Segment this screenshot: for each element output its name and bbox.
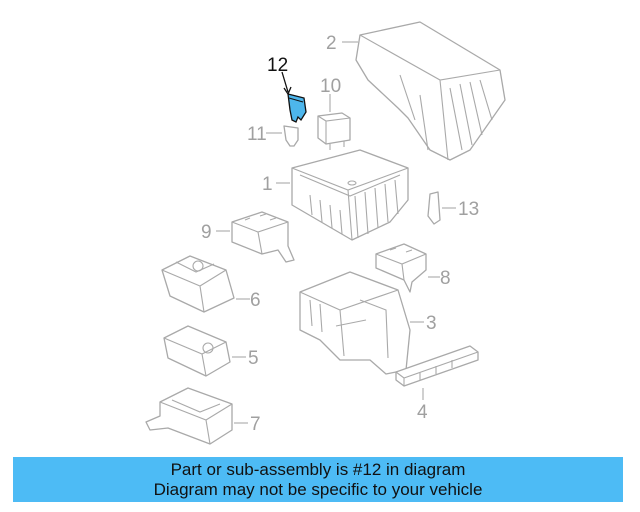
part-8-relay-block[interactable] (375, 243, 427, 293)
banner-line-1: Part or sub-assembly is #12 in diagram (170, 460, 466, 479)
callout-4: 4 (417, 402, 428, 423)
part-3-tray[interactable] (299, 271, 411, 375)
part-5-block[interactable] (163, 325, 231, 377)
callout-3: 3 (426, 313, 437, 334)
callout-11: 11 (247, 124, 267, 145)
part-9-relay-block[interactable] (231, 211, 295, 263)
part-4-strip[interactable] (395, 345, 479, 387)
part-11-fuse[interactable] (283, 125, 299, 147)
callout-9: 9 (201, 222, 212, 243)
callout-5: 5 (248, 348, 259, 369)
part-1-fuse-box[interactable] (291, 149, 409, 241)
callout-6: 6 (250, 290, 261, 311)
part-6-box[interactable] (161, 255, 235, 313)
banner-line-2: Diagram may not be specific to your vehi… (153, 480, 483, 499)
callout-12: 12 (267, 55, 288, 76)
part-10-relay[interactable] (317, 112, 351, 150)
part-2-cover[interactable] (355, 21, 506, 161)
part-7-housing[interactable] (145, 387, 233, 445)
callout-1: 1 (262, 174, 273, 195)
info-banner: Part or sub-assembly is #12 in diagram D… (13, 457, 623, 502)
part-12-fuse[interactable] (287, 93, 307, 123)
callout-10: 10 (320, 76, 341, 97)
callout-8: 8 (440, 268, 451, 289)
callout-7: 7 (250, 414, 261, 435)
callout-2: 2 (326, 33, 337, 54)
part-13-clip[interactable] (427, 191, 441, 225)
callout-13: 13 (458, 199, 479, 220)
